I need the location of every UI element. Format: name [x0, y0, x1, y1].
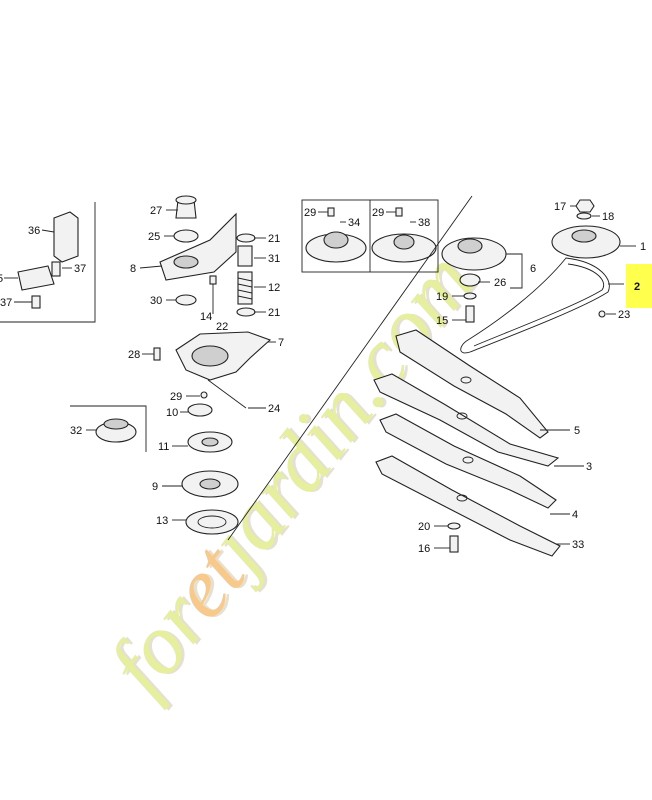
part-29a — [327, 207, 335, 217]
highlight-box[interactable] — [626, 264, 652, 308]
washer-19 — [463, 292, 477, 300]
label-30: 30 — [150, 295, 162, 307]
label-28: 28 — [128, 349, 140, 361]
part-26 — [459, 273, 481, 287]
part-29b — [395, 207, 403, 217]
nut-17 — [575, 199, 595, 213]
label-23: 23 — [618, 309, 630, 321]
pulley-boxes: 29 34 29 38 — [227, 195, 473, 541]
part-23 — [598, 310, 606, 318]
label-6: 6 — [530, 263, 536, 275]
bracket-36 — [53, 211, 79, 263]
label-27: 27 — [150, 205, 162, 217]
label-24: 24 — [268, 403, 280, 415]
leader-main — [227, 195, 473, 541]
label-22: 22 — [216, 321, 228, 333]
label-14: 14 — [200, 311, 212, 323]
label-7: 7 — [278, 337, 284, 349]
washer-18 — [576, 212, 592, 220]
label-15: 15 — [436, 315, 448, 327]
label-32: 32 — [70, 425, 82, 437]
label-3: 3 — [586, 461, 592, 473]
bolt-37b — [31, 295, 41, 309]
part-31 — [237, 245, 253, 267]
label-38: 38 — [418, 217, 430, 229]
label-5: 5 — [574, 425, 580, 437]
label-37b: 37 — [0, 297, 12, 309]
label-13: 13 — [156, 515, 168, 527]
label-8: 8 — [130, 263, 136, 275]
label-33: 33 — [572, 539, 584, 551]
bolt-16 — [449, 535, 459, 553]
label-31: 31 — [268, 253, 280, 265]
spindle-assembly: 27 25 8 30 14 22 21 31 12 21 7 28 29 10 … — [128, 195, 284, 535]
bolt-24 — [207, 379, 247, 409]
label-20: 20 — [418, 521, 430, 533]
label-21b: 21 — [268, 307, 280, 319]
label-11: 11 — [158, 441, 169, 453]
part-25 — [173, 229, 199, 243]
part-21b — [236, 307, 256, 317]
label-10: 10 — [166, 407, 178, 419]
label-29a: 29 — [304, 207, 316, 219]
label-26: 26 — [494, 277, 506, 289]
label-5-left: 5 — [0, 273, 3, 285]
part-30 — [175, 294, 197, 306]
label-29b: 29 — [372, 207, 384, 219]
label-2[interactable]: 2 — [634, 281, 640, 293]
label-1: 1 — [640, 241, 646, 253]
label-9: 9 — [152, 481, 158, 493]
label-25: 25 — [148, 231, 160, 243]
plate-13 — [185, 509, 239, 535]
bolt-15 — [465, 305, 475, 323]
housing-8 — [159, 212, 237, 281]
bearing-group-32: 32 — [70, 405, 147, 452]
belt-2: 2 23 — [460, 257, 652, 354]
blade-3 — [373, 373, 560, 467]
label-4: 4 — [572, 509, 578, 521]
blade-5 — [395, 329, 549, 439]
label-29c: 29 — [170, 391, 182, 403]
part-21a — [236, 233, 256, 243]
blades: 5 3 4 33 20 16 — [373, 329, 592, 557]
label-12: 12 — [268, 282, 280, 294]
blade-33 — [375, 455, 561, 557]
label-36: 36 — [28, 225, 40, 237]
label-16: 16 — [418, 543, 430, 555]
label-17: 17 — [554, 201, 566, 213]
label-21a: 21 — [268, 233, 280, 245]
part-29c — [200, 391, 208, 399]
label-19: 19 — [436, 291, 448, 303]
blade-4 — [379, 413, 557, 509]
spring-12 — [237, 271, 253, 305]
label-18: 18 — [602, 211, 614, 223]
pulley-group-6: 6 26 19 15 — [436, 237, 536, 327]
bracket-5 — [17, 265, 55, 291]
bracket-group-left: 36 37 5 37 — [0, 202, 96, 323]
pin-28 — [153, 347, 161, 361]
bolt-37a — [51, 261, 61, 277]
part-10 — [187, 403, 213, 417]
washer-20 — [447, 522, 461, 530]
label-37a: 37 — [74, 263, 86, 275]
pulley-group-1: 17 18 1 — [551, 199, 646, 259]
label-34: 34 — [348, 217, 360, 229]
